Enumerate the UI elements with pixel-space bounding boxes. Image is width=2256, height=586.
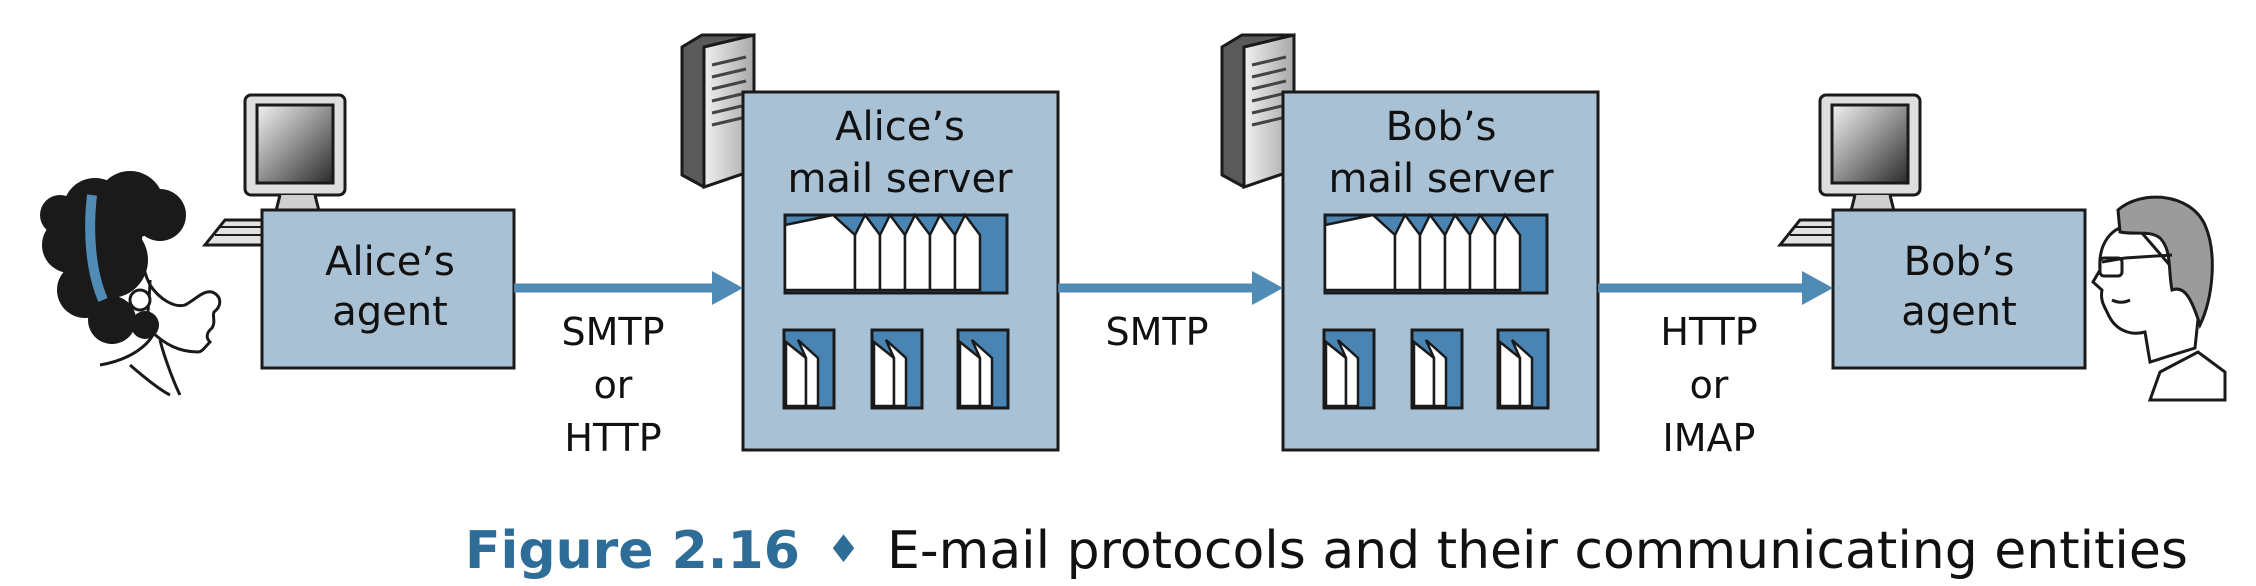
bob-person-icon [2091,195,2227,402]
figure-caption: Figure 2.16 ♦ E-mail protocols and their… [0,514,2256,584]
alice-server-label-1: Alice’s [835,104,965,150]
bob-server-tower-icon [1220,33,1296,190]
alice-agent-box: Alice’s agent [260,208,516,370]
protocol-1-line-1: SMTP [561,310,664,354]
alice-agent-label-1: Alice’s [325,239,455,285]
bob-agent-box: Bob’s agent [1831,208,2087,370]
alice-server-label-2: mail server [787,156,1013,202]
arrow-agent-to-alice-server [514,271,743,305]
protocol-3-line-1: HTTP [1660,310,1757,354]
protocol-1-line-3: HTTP [564,416,661,460]
protocol-label-1: SMTP or HTTP [561,310,664,460]
bob-mailbox-icon-3 [1496,328,1550,410]
alice-person-icon [40,171,222,397]
caption-text: E-mail protocols and their communicating… [887,521,2188,581]
protocol-label-3: HTTP or IMAP [1660,310,1757,460]
alice-mailbox-icon-1 [782,328,836,410]
protocol-3-line-2: or [1690,363,1729,407]
alice-mail-server-box: Alice’s mail server [741,90,1060,452]
bob-agent-label-2: agent [1901,289,2017,335]
bob-mail-server-box: Bob’s mail server [1281,90,1600,452]
alice-mailbox-icon-3 [956,328,1010,410]
bob-computer-icon [1776,93,1922,247]
bob-agent-label-1: Bob’s [1904,239,2015,285]
alice-mailbox-icon-2 [870,328,924,410]
bob-message-queue-icon [1323,212,1549,295]
figure-number: Figure 2.16 [465,521,800,581]
protocol-1-line-2: or [594,363,633,407]
protocol-label-2: SMTP [1105,310,1208,354]
bob-mailbox-icon-1 [1322,328,1376,410]
bob-server-label-2: mail server [1328,156,1554,202]
email-protocols-diagram: Alice’s agent Alice’s mail server [40,33,2227,460]
protocol-2-line-1: SMTP [1105,310,1208,354]
arrow-alice-server-to-bob-server [1058,271,1283,305]
alice-agent-label-2: agent [332,289,448,335]
protocol-3-line-3: IMAP [1663,416,1756,460]
bob-mailbox-icon-2 [1410,328,1464,410]
alice-message-queue-icon [783,212,1009,295]
caption-separator-icon: ♦ [826,527,861,571]
bob-server-label-1: Bob’s [1386,104,1497,150]
arrow-bob-server-to-agent [1598,271,1833,305]
